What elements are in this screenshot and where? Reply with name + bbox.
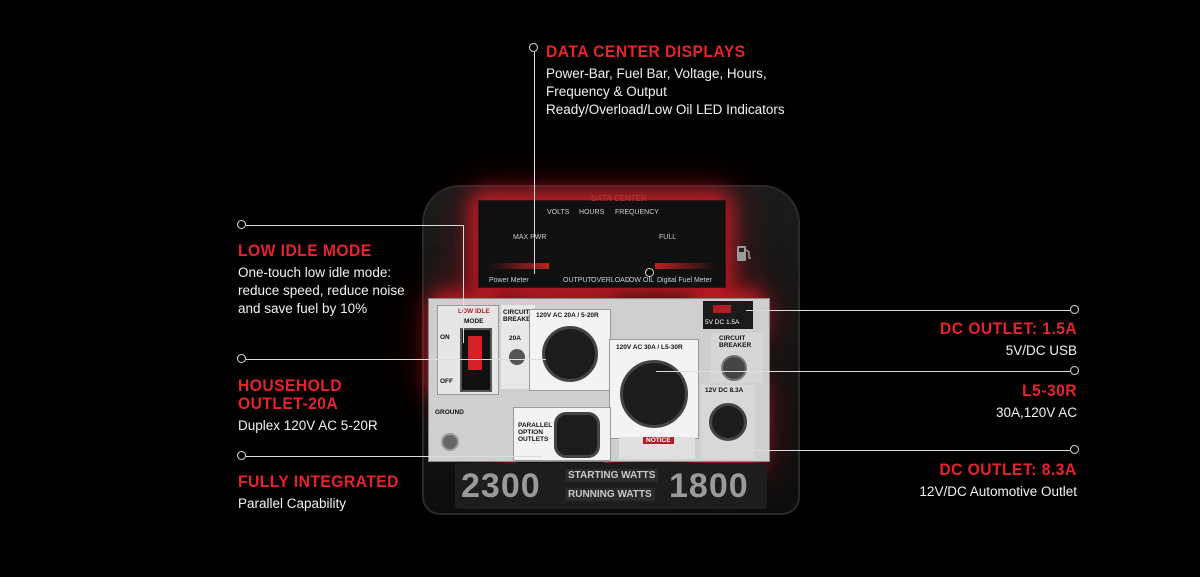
- ground-label: GROUND: [435, 409, 464, 416]
- parallel-label: PARALLEL OPTION OUTLETS: [518, 422, 553, 443]
- integrated-callout: FULLY INTEGRATED Parallel Capability: [238, 473, 413, 513]
- dc-12v-label: 12V DC 8.3A: [705, 387, 744, 394]
- dc-usb-desc: 5V/DC USB: [1005, 343, 1077, 358]
- outlet-30a-plate: 120V AC 30A / L5-30R: [609, 339, 699, 439]
- integrated-dot: [237, 451, 246, 460]
- low-oil-led-label: LOW OIL: [625, 277, 655, 284]
- household-title: HOUSEHOLD OUTLET-20A: [238, 376, 343, 413]
- household-callout: HOUSEHOLD OUTLET-20A Duplex 120V AC 5-20…: [238, 377, 378, 435]
- wattage-band: 2300 STARTING WATTS RUNNING WATTS 1800: [455, 463, 767, 509]
- dc-12v-socket[interactable]: [709, 403, 747, 441]
- full-label: FULL: [659, 234, 677, 241]
- breaker-20a-label: 20A: [509, 335, 521, 342]
- volts-label: VOLTS: [547, 209, 570, 216]
- data-center-leader: [534, 52, 535, 274]
- dc-circuit-breaker[interactable]: CIRCUIT BREAKER: [711, 333, 763, 383]
- hours-label: HOURS: [579, 209, 605, 216]
- outlet-20a-label: 120V AC 20A / 5-20R: [536, 312, 599, 319]
- low-idle-plate: LOW IDLE MODE ON OFF: [437, 305, 499, 395]
- dc-breaker-label: CIRCUIT BREAKER: [719, 335, 752, 349]
- l530r-title: L5-30R: [1022, 381, 1077, 400]
- l530r-callout: L5-30R 30A,120V AC: [996, 382, 1077, 422]
- usb-port[interactable]: [713, 305, 731, 313]
- usb-port-plate: 5V DC 1.5A: [703, 301, 753, 329]
- low-idle-leader-h: [246, 225, 464, 226]
- notice-label: NOTICE: [643, 437, 674, 444]
- l530r-desc: 30A,120V AC: [995, 405, 1077, 420]
- dc-usb-leader: [746, 310, 1070, 311]
- low-idle-title: LOW IDLE MODE: [238, 241, 372, 260]
- household-leader: [246, 359, 546, 360]
- frequency-label: FREQUENCY: [615, 209, 659, 216]
- parallel-plate: PARALLEL OPTION OUTLETS: [513, 407, 611, 461]
- dc-usb-dot: [1070, 305, 1079, 314]
- mode-label: MODE: [464, 318, 484, 325]
- ground-terminal[interactable]: [441, 433, 459, 451]
- running-watts-number: 1800: [669, 467, 749, 505]
- dc-usb-callout: DC OUTLET: 1.5A 5V/DC USB: [928, 320, 1077, 360]
- integrated-desc: Parallel Capability: [238, 496, 347, 511]
- low-idle-callout: LOW IDLE MODE One-touch low idle mode: r…: [238, 242, 405, 318]
- off-label: OFF: [440, 378, 453, 385]
- overload-led-label: OVERLOAD: [591, 277, 630, 284]
- circuit-breaker-label: CIRCUIT BREAKER: [503, 309, 536, 323]
- low-idle-dot: [237, 220, 246, 229]
- integrated-title: FULLY INTEGRATED: [238, 472, 399, 491]
- outlet-20a-socket[interactable]: [542, 326, 598, 382]
- starting-watts-number: 2300: [461, 467, 541, 505]
- led-indicator-dot: [645, 268, 654, 277]
- output-led-label: OUTPUT: [563, 277, 592, 284]
- usb-label: 5V DC 1.5A: [705, 319, 740, 326]
- fuel-bar: [655, 263, 715, 269]
- low-idle-switch-red: [468, 336, 482, 370]
- dc-auto-desc: 12V/DC Automotive Outlet: [919, 484, 1077, 499]
- fuel-pump-icon: [737, 246, 751, 261]
- dc-usb-title: DC OUTLET: 1.5A: [939, 319, 1077, 338]
- low-idle-desc: One-touch low idle mode: reduce speed, r…: [238, 265, 405, 316]
- dc-12v-plate: 12V DC 8.3A: [701, 385, 755, 459]
- l530r-dot: [1070, 366, 1079, 375]
- data-center-callout: DATA CENTER DISPLAYS Power-Bar, Fuel Bar…: [546, 43, 785, 119]
- starting-watts-label: STARTING WATTS: [565, 469, 659, 482]
- data-center-dot: [529, 43, 538, 52]
- breaker-button: [509, 349, 525, 365]
- data-center-display: DATA CENTER VOLTS HOURS FREQUENCY MAX PW…: [478, 194, 726, 288]
- outlet-30a-label: 120V AC 30A / L5-30R: [616, 344, 683, 351]
- integrated-leader: [246, 456, 542, 457]
- low-idle-switch[interactable]: [460, 328, 492, 392]
- max-power-label: MAX PWR: [513, 234, 547, 241]
- l530r-leader: [656, 371, 1070, 372]
- dc-auto-callout: DC OUTLET: 8.3A 12V/DC Automotive Outlet: [919, 461, 1077, 501]
- dc-auto-dot: [1070, 445, 1079, 454]
- low-idle-plate-label: LOW IDLE: [458, 308, 490, 315]
- running-watts-label: RUNNING WATTS: [565, 488, 655, 501]
- dc-breaker-button: [721, 355, 747, 381]
- household-desc: Duplex 120V AC 5-20R: [238, 418, 378, 433]
- outlet-20a-plate: 120V AC 20A / 5-20R: [529, 309, 611, 391]
- on-label: ON: [440, 334, 450, 341]
- power-bar: [489, 263, 549, 269]
- dc-auto-leader: [722, 450, 1070, 451]
- data-center-desc: Power-Bar, Fuel Bar, Voltage, Hours, Fre…: [546, 66, 785, 117]
- data-center-title: DATA CENTER DISPLAYS: [546, 42, 746, 61]
- power-meter-label: Power Meter: [489, 277, 529, 284]
- data-center-heading: DATA CENTER: [591, 194, 647, 203]
- outlet-panel: LOW IDLE MODE ON OFF CIRCUIT BREAKER 20A…: [428, 298, 770, 462]
- notice-label-plate: NOTICE: [619, 437, 695, 459]
- household-dot: [237, 354, 246, 363]
- fuel-meter-label: Digital Fuel Meter: [657, 277, 712, 284]
- low-idle-leader-v: [463, 225, 464, 343]
- dc-auto-title: DC OUTLET: 8.3A: [939, 460, 1077, 479]
- parallel-port[interactable]: [554, 412, 600, 458]
